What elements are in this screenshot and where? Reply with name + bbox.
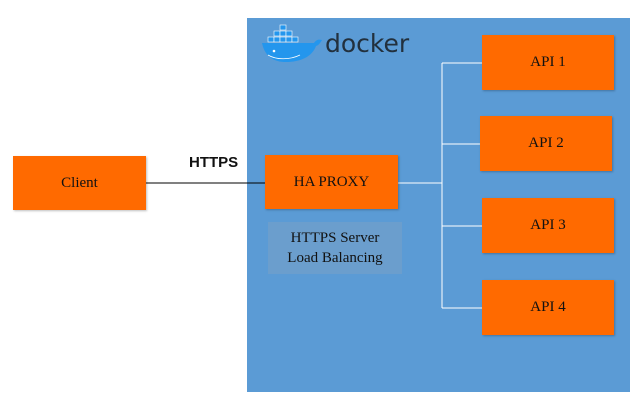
client-node: Client: [13, 156, 146, 210]
docker-whale-icon: [262, 24, 322, 62]
https-connection-label: HTTPS: [189, 154, 239, 171]
api-3-node: API 3: [482, 198, 614, 253]
api-1-node: API 1: [482, 35, 614, 90]
docker-brand-label: docker: [325, 29, 410, 58]
api-1-label: API 1: [530, 54, 566, 70]
api-2-label: API 2: [528, 135, 564, 151]
ha-proxy-label: HA PROXY: [293, 173, 370, 190]
note-line-1: HTTPS Server: [290, 230, 380, 246]
ha-proxy-node: HA PROXY: [265, 155, 398, 209]
client-label: Client: [61, 174, 98, 191]
api-4-node: API 4: [482, 280, 614, 335]
api-4-label: API 4: [530, 299, 566, 315]
note-line-2: Load Balancing: [287, 250, 383, 266]
proxy-description-note: HTTPS Server Load Balancing: [268, 222, 402, 274]
api-3-label: API 3: [530, 217, 566, 233]
api-2-node: API 2: [480, 116, 612, 171]
